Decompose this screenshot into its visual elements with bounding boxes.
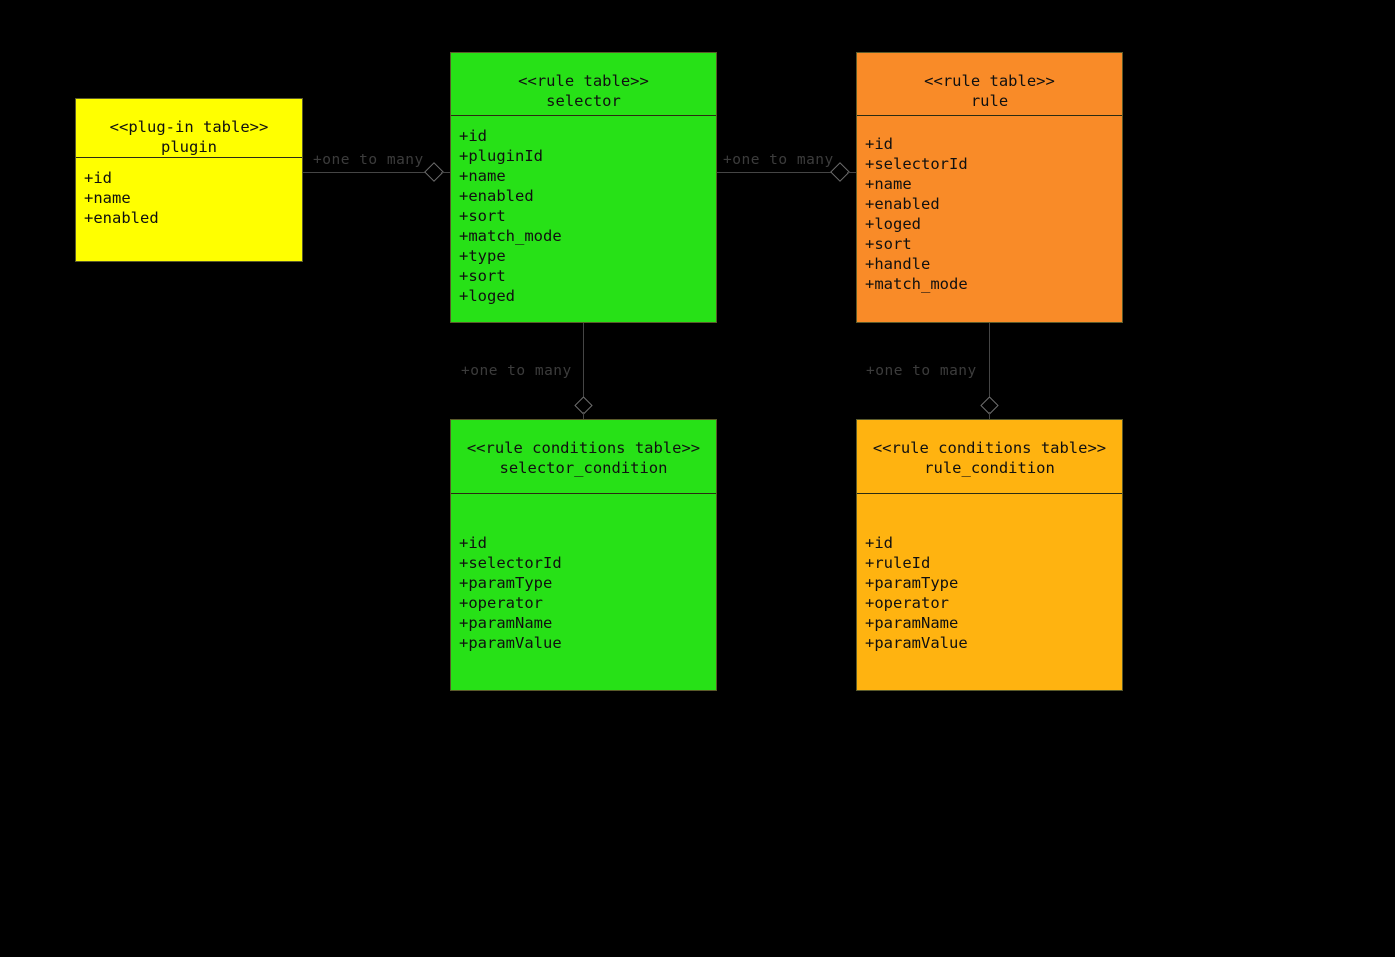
attribute-row: +operator xyxy=(865,594,949,612)
attribute-row: +loged xyxy=(459,287,515,305)
uml-table-selector-header: <<rule table>> selector xyxy=(451,53,716,115)
attribute-row: +sort xyxy=(459,207,506,225)
attribute-row: +paramType xyxy=(865,574,959,592)
attribute-row: +type xyxy=(459,247,506,265)
uml-table-rule-attributes: +id +selectorId +name +enabled +loged +s… xyxy=(857,116,1122,322)
attribute-row: +sort xyxy=(459,267,506,285)
edge-selector-rule-tail xyxy=(847,172,856,173)
uml-table-selector-stereotype: <<rule table>> xyxy=(518,72,649,90)
uml-table-selector-condition-name: selector_condition xyxy=(499,459,668,477)
edge-selector-selector-condition-tail xyxy=(583,412,584,419)
uml-table-rule-condition-attributes: +id +ruleId +paramType +operator +paramN… xyxy=(857,494,1122,690)
uml-table-plugin-name: plugin xyxy=(161,138,217,156)
edge-label-plugin-selector: +one to many xyxy=(313,152,424,168)
attribute-row: +name xyxy=(865,175,912,193)
uml-table-rule-divider xyxy=(857,115,1122,116)
attribute-row: +id xyxy=(459,127,487,145)
attribute-row: +pluginId xyxy=(459,147,543,165)
uml-table-selector-name: selector xyxy=(546,92,621,110)
uml-table-selector-condition-stereotype: <<rule conditions table>> xyxy=(466,439,701,457)
attribute-row: +paramType xyxy=(459,574,553,592)
uml-table-rule-header: <<rule table>> rule xyxy=(857,53,1122,115)
uml-table-rule-condition-name: rule_condition xyxy=(924,459,1055,477)
edge-rule-rule-condition-tail xyxy=(989,412,990,419)
attribute-row: +ruleId xyxy=(865,554,931,572)
uml-table-selector-condition[interactable]: <<rule conditions table>> selector_condi… xyxy=(450,419,717,691)
attribute-row: +enabled xyxy=(865,195,940,213)
attribute-row: +name xyxy=(459,167,506,185)
edge-label-rule-rule-condition: +one to many xyxy=(866,363,977,379)
attribute-row: +paramValue xyxy=(459,634,562,652)
uml-table-plugin-divider xyxy=(76,157,302,158)
attribute-row: +handle xyxy=(865,255,931,273)
uml-table-selector-attributes: +id +pluginId +name +enabled +sort +matc… xyxy=(451,116,716,322)
uml-table-selector-condition-divider xyxy=(451,493,716,494)
uml-table-plugin-attributes: +id +name +enabled xyxy=(76,158,302,261)
attribute-row: +paramName xyxy=(865,614,959,632)
attribute-row: +paramName xyxy=(459,614,553,632)
uml-table-selector-condition-attributes: +id +selectorId +paramType +operator +pa… xyxy=(451,494,716,690)
attribute-row: +id xyxy=(84,169,112,187)
edge-label-selector-rule: +one to many xyxy=(723,152,834,168)
attribute-row: +id xyxy=(459,534,487,552)
uml-table-selector-divider xyxy=(451,115,716,116)
uml-table-rule-condition-stereotype: <<rule conditions table>> xyxy=(872,439,1107,457)
attribute-row: +id xyxy=(865,135,893,153)
uml-table-rule-condition-divider xyxy=(857,493,1122,494)
attribute-row: +id xyxy=(865,534,893,552)
edge-selector-selector-condition xyxy=(583,323,584,399)
attribute-row: +loged xyxy=(865,215,921,233)
edge-plugin-selector xyxy=(303,172,427,173)
edge-selector-rule xyxy=(717,172,833,173)
attribute-row: +selectorId xyxy=(459,554,562,572)
uml-table-plugin-header: <<plug-in table>> plugin xyxy=(76,99,302,157)
uml-table-rule-name: rule xyxy=(970,92,1009,110)
attribute-row: +match_mode xyxy=(865,275,968,293)
attribute-row: +sort xyxy=(865,235,912,253)
attribute-row: +match_mode xyxy=(459,227,562,245)
attribute-row: +name xyxy=(84,189,131,207)
uml-table-plugin-stereotype: <<plug-in table>> xyxy=(109,118,269,136)
attribute-row: +enabled xyxy=(459,187,534,205)
edge-label-selector-selector-condition: +one to many xyxy=(461,363,572,379)
attribute-row: +paramValue xyxy=(865,634,968,652)
edge-plugin-selector-tail xyxy=(441,172,450,173)
uml-table-selector[interactable]: <<rule table>> selector +id +pluginId +n… xyxy=(450,52,717,323)
uml-table-rule-condition-header: <<rule conditions table>> rule_condition xyxy=(857,420,1122,493)
attribute-row: +selectorId xyxy=(865,155,968,173)
uml-table-selector-condition-header: <<rule conditions table>> selector_condi… xyxy=(451,420,716,493)
attribute-row: +enabled xyxy=(84,209,159,227)
uml-table-plugin[interactable]: <<plug-in table>> plugin +id +name +enab… xyxy=(75,98,303,262)
edge-rule-rule-condition xyxy=(989,323,990,399)
attribute-row: +operator xyxy=(459,594,543,612)
uml-table-rule-stereotype: <<rule table>> xyxy=(924,72,1055,90)
uml-table-rule[interactable]: <<rule table>> rule +id +selectorId +nam… xyxy=(856,52,1123,323)
uml-table-rule-condition[interactable]: <<rule conditions table>> rule_condition… xyxy=(856,419,1123,691)
